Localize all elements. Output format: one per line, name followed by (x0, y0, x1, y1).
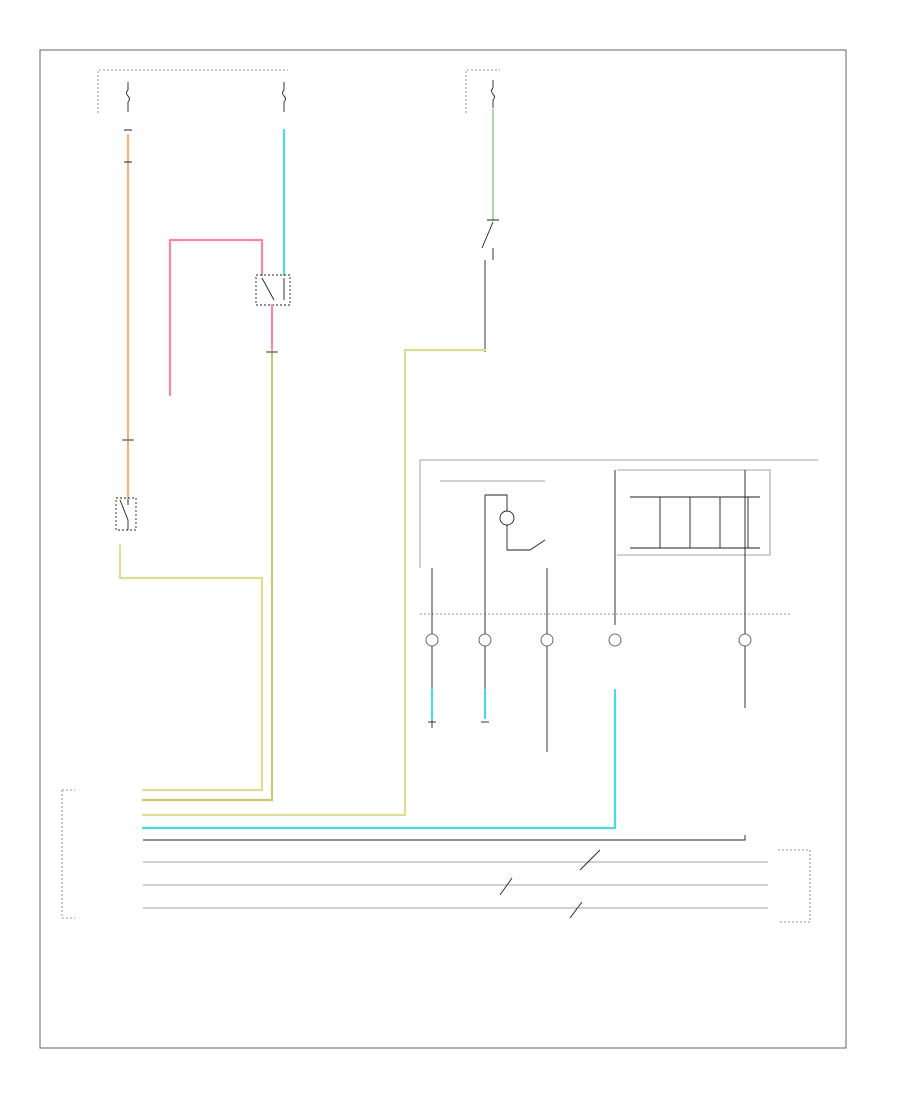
fuse-left (126, 82, 130, 112)
bus-line-black (143, 835, 746, 841)
page-frame (39, 49, 847, 1049)
fuse-box-right-outline (465, 69, 500, 113)
splice-marker-3 (569, 901, 583, 919)
wire-yellow-left-low (118, 543, 264, 792)
switch-left-lower (115, 497, 137, 531)
module-enclosure (419, 459, 818, 568)
switch-right (481, 219, 499, 260)
fuse-center (282, 82, 286, 112)
module-left-bracket (61, 789, 75, 919)
connector-left-top (124, 129, 132, 163)
splice-marker-1 (579, 849, 601, 871)
wire-pink-loop (168, 238, 264, 397)
indicator-lamp (499, 510, 515, 526)
module-lamp-wire (485, 494, 546, 551)
switch-center (255, 274, 291, 306)
wire-olive-center (141, 348, 274, 802)
wire-cyan-long (141, 688, 617, 830)
module-right-bracket (778, 849, 811, 923)
fuse-right (491, 80, 495, 108)
wire-yellow-right (141, 348, 487, 817)
module-inner-box (617, 469, 771, 556)
fuse-box-left-outline (97, 69, 288, 113)
module-drops (425, 470, 752, 752)
splice-marker-2 (499, 877, 513, 896)
module-inner-drops (630, 497, 760, 549)
